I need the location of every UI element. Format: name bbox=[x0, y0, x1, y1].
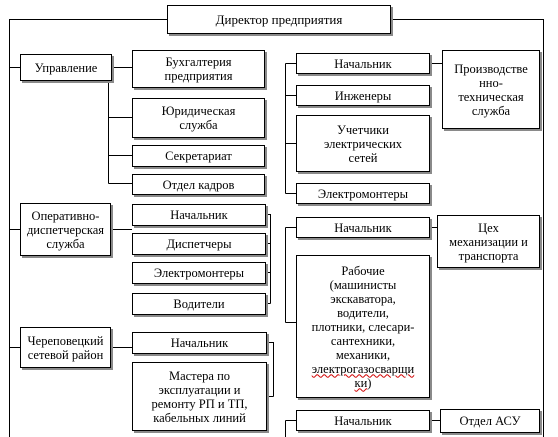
box-production-electricians: Электромонтеры bbox=[296, 183, 430, 204]
box-asu-chief: Начальник bbox=[296, 410, 430, 431]
box-mechanization-workers: Рабочие (машинисты экскаватора, водители… bbox=[296, 255, 430, 398]
connector-director-right bbox=[390, 19, 544, 437]
workers-close: ) bbox=[367, 375, 372, 390]
connector-asu-units bbox=[285, 420, 440, 437]
box-secretariat: Секретариат bbox=[132, 145, 265, 167]
box-drivers: Водители bbox=[132, 293, 266, 315]
connector-dispatch-units bbox=[111, 214, 271, 304]
box-management: Управление bbox=[20, 54, 112, 81]
box-director: Директор предприятия bbox=[167, 5, 391, 34]
box-production-technical-service: Производстве нно- техническая служба bbox=[442, 50, 540, 129]
box-legal: Юридическая служба bbox=[132, 98, 265, 138]
box-meter-readers: Учетчики электрических сетей bbox=[296, 115, 430, 172]
box-asu-department: Отдел АСУ bbox=[440, 409, 540, 433]
box-district-chief: Начальник bbox=[132, 332, 267, 354]
connector-mechanization-units bbox=[285, 227, 437, 323]
box-district-masters: Мастера по эксплуатации и ремонту РП и Т… bbox=[132, 362, 267, 431]
box-dispatch-electricians: Электромонтеры bbox=[132, 262, 266, 284]
workers-text: Рабочие (машинисты экскаватора, водители… bbox=[311, 263, 415, 362]
box-engineers: Инженеры bbox=[296, 85, 430, 106]
connector-management-units bbox=[108, 67, 132, 184]
box-dispatch-service: Оперативно- диспетчерская служба bbox=[20, 203, 111, 256]
spellcheck-word: электрогазосварщи ки bbox=[311, 361, 415, 390]
box-accounting: Бухгалтерия предприятия bbox=[132, 50, 265, 88]
connector-director-trunk bbox=[9, 19, 168, 437]
box-mechanization-shop: Цех механизации и транспорта bbox=[437, 215, 540, 268]
connector-district-units bbox=[111, 342, 274, 397]
box-hr: Отдел кадров bbox=[132, 174, 265, 195]
box-mechanization-chief: Начальник bbox=[296, 217, 430, 238]
workers-text-tail: электрогазосварщи ки) bbox=[312, 362, 414, 390]
box-production-chief: Начальник bbox=[296, 53, 430, 74]
box-dispatch-chief: Начальник bbox=[132, 204, 266, 226]
connector-production-units bbox=[285, 63, 442, 194]
box-dispatchers: Диспетчеры bbox=[132, 233, 266, 255]
box-network-district: Череповецкий сетевой район bbox=[20, 327, 111, 368]
